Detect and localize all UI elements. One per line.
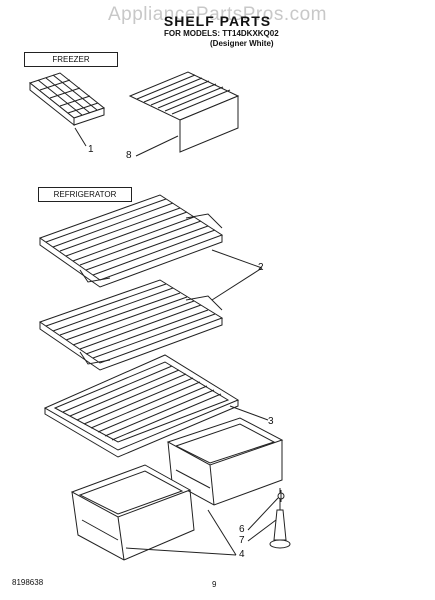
callout-1: 1 — [88, 144, 94, 155]
callout-8: 8 — [126, 150, 132, 161]
ice-cube-tray — [28, 72, 106, 127]
callout-3: 3 — [268, 416, 274, 427]
leader-line-3 — [229, 405, 269, 421]
drawer-support-leg — [269, 488, 291, 549]
model-color: (Designer White) — [210, 39, 274, 48]
freezer-wire-shelf — [128, 71, 240, 153]
crisper-drawer-left — [70, 464, 195, 561]
leader-line-4a — [207, 509, 237, 556]
leader-line-2b — [211, 267, 263, 301]
leader-line-8 — [135, 135, 179, 157]
lower-wire-shelf — [38, 279, 224, 371]
leader-line-2a — [211, 249, 263, 269]
callout-4: 4 — [239, 549, 245, 560]
refrigerator-section-label: REFRIGERATOR — [38, 187, 132, 202]
document-number: 8198638 — [12, 578, 44, 587]
callout-6: 6 — [239, 524, 245, 535]
leader-line-1 — [74, 127, 87, 147]
page-number: 9 — [212, 580, 217, 589]
model-number: FOR MODELS: TT14DKXKQ02 — [164, 29, 279, 38]
crisper-cover — [43, 354, 240, 458]
callout-7: 7 — [239, 535, 245, 546]
crisper-drawer-right — [166, 417, 284, 506]
leader-line-7 — [247, 519, 277, 542]
leader-line-4b — [125, 547, 237, 556]
leader-line-6 — [247, 497, 279, 531]
callout-2: 2 — [258, 262, 264, 273]
page-title: SHELF PARTS — [163, 13, 272, 29]
upper-wire-shelf — [38, 194, 224, 288]
freezer-section-label: FREEZER — [24, 52, 118, 67]
